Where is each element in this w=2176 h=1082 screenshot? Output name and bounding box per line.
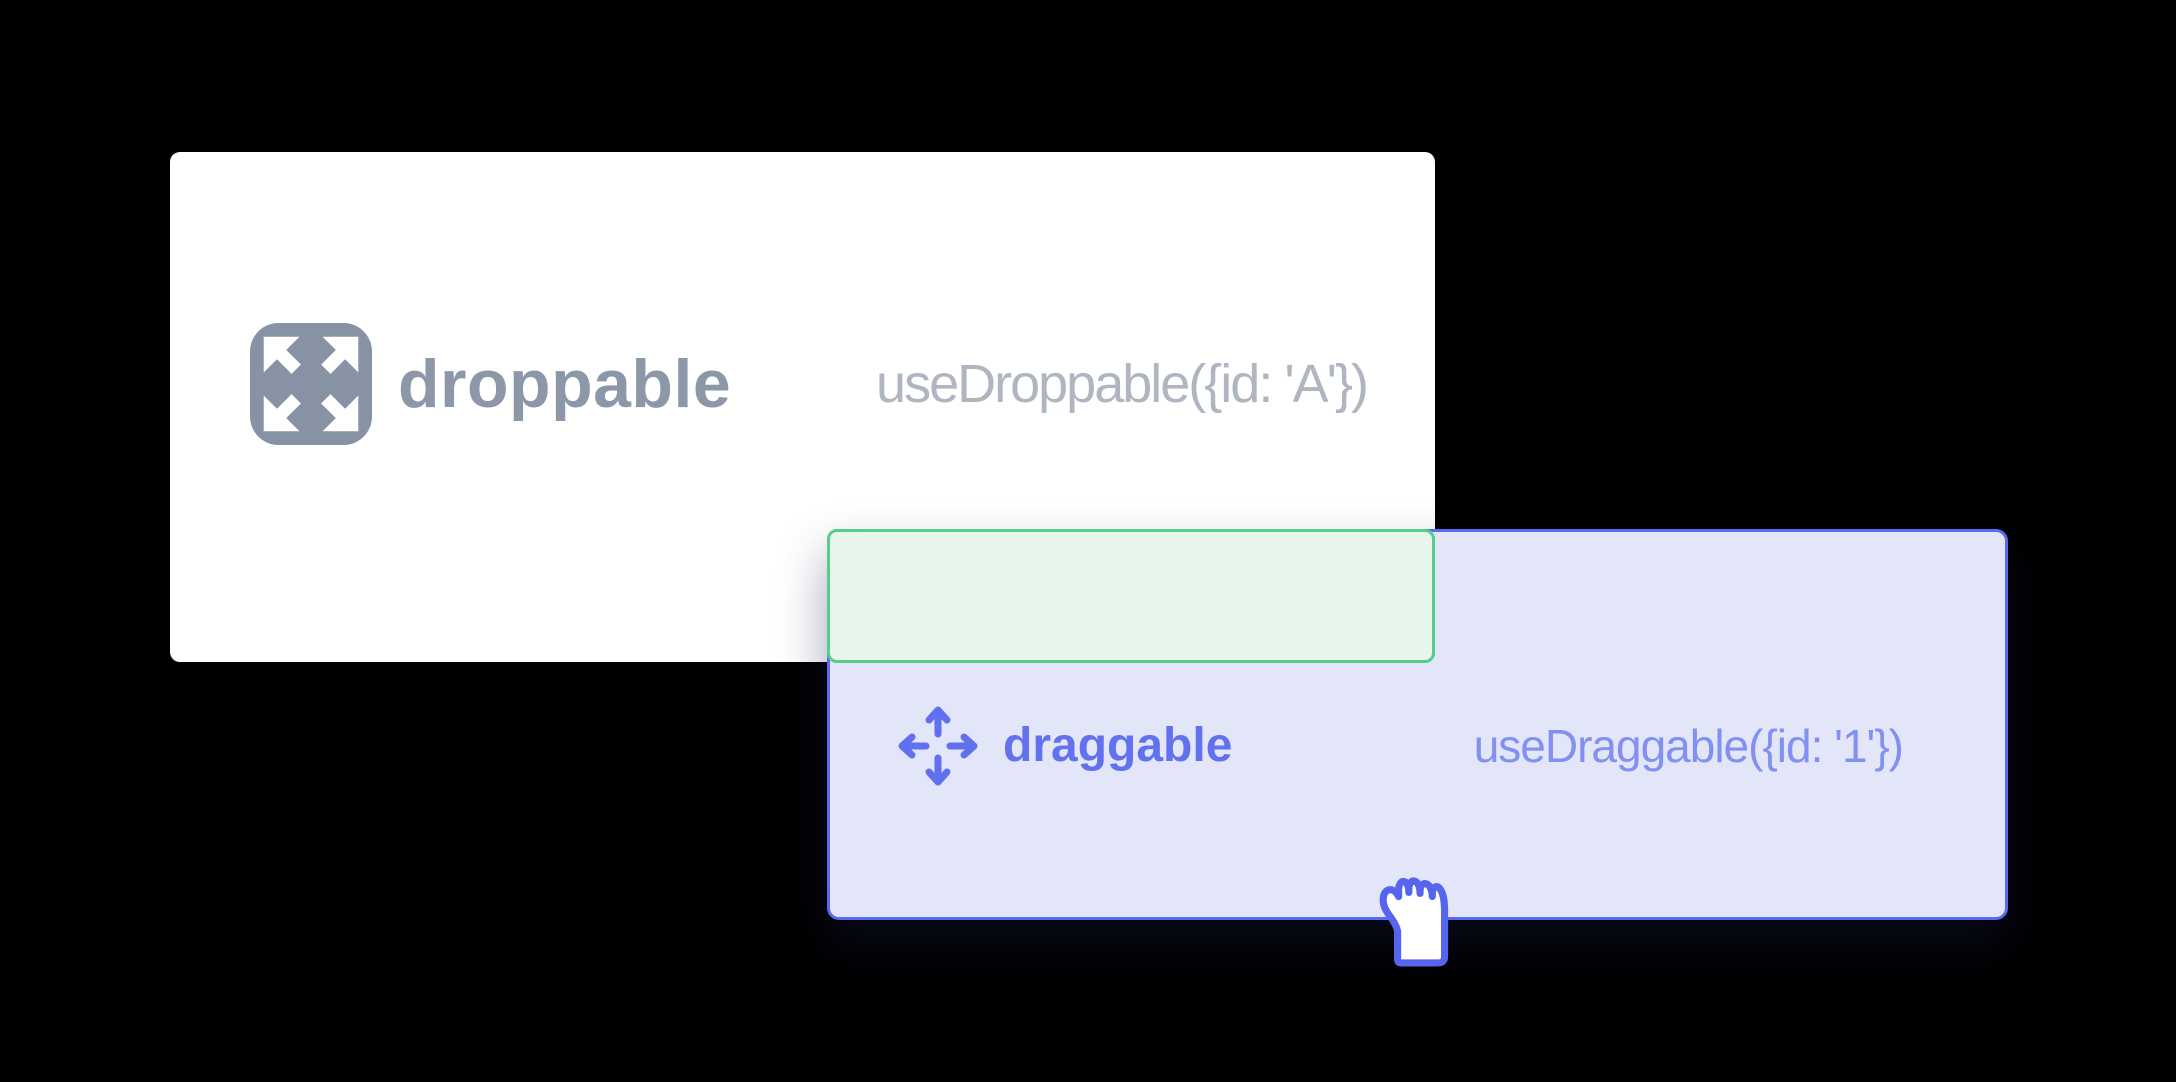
droppable-label: droppable	[398, 346, 732, 422]
droppable-card[interactable]: droppable useDroppable({id: 'A'})	[170, 152, 1435, 662]
move-arrows-icon	[898, 706, 978, 785]
droppable-hook-code: useDroppable({id: 'A'})	[876, 354, 1369, 414]
draggable-hook-code: useDraggable({id: '1'})	[1473, 719, 1904, 772]
drop-overlap-highlight	[827, 529, 1435, 663]
droppable-content-row: droppable useDroppable({id: 'A'})	[170, 323, 1435, 445]
draggable-label: draggable	[1003, 719, 1233, 772]
expand-arrows-icon	[250, 323, 372, 445]
grab-hand-cursor	[1379, 877, 1449, 967]
draggable-content-row: draggable useDraggable({id: '1'})	[830, 703, 2005, 788]
